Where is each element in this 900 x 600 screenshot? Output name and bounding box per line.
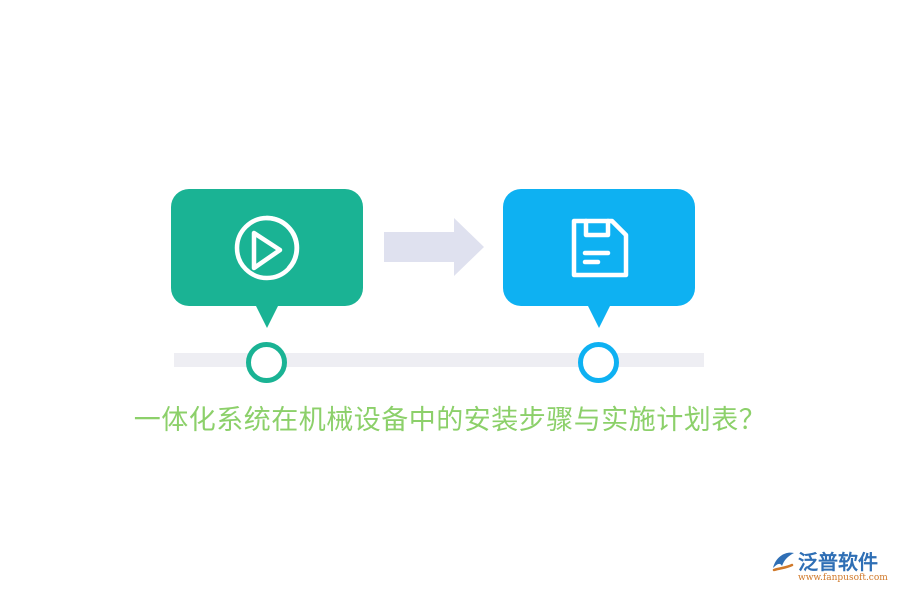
brand-logo: 泛普软件 www.fanpusoft.com [770,546,890,592]
arrow-right-icon [384,218,484,276]
diagram-title: 一体化系统在机械设备中的安装步骤与实施计划表？ [133,405,767,436]
timeline-node-2 [578,342,619,383]
chart-icon [234,215,300,280]
step-card-2 [503,189,695,306]
brand-url: www.fanpusoft.com [798,573,888,583]
brand-mark-icon [772,552,794,572]
timeline-track [174,353,704,367]
save-icon [571,218,629,277]
timeline-node-1 [246,342,287,383]
step-card-1 [171,189,363,306]
brand-name: 泛普软件 [798,550,878,574]
